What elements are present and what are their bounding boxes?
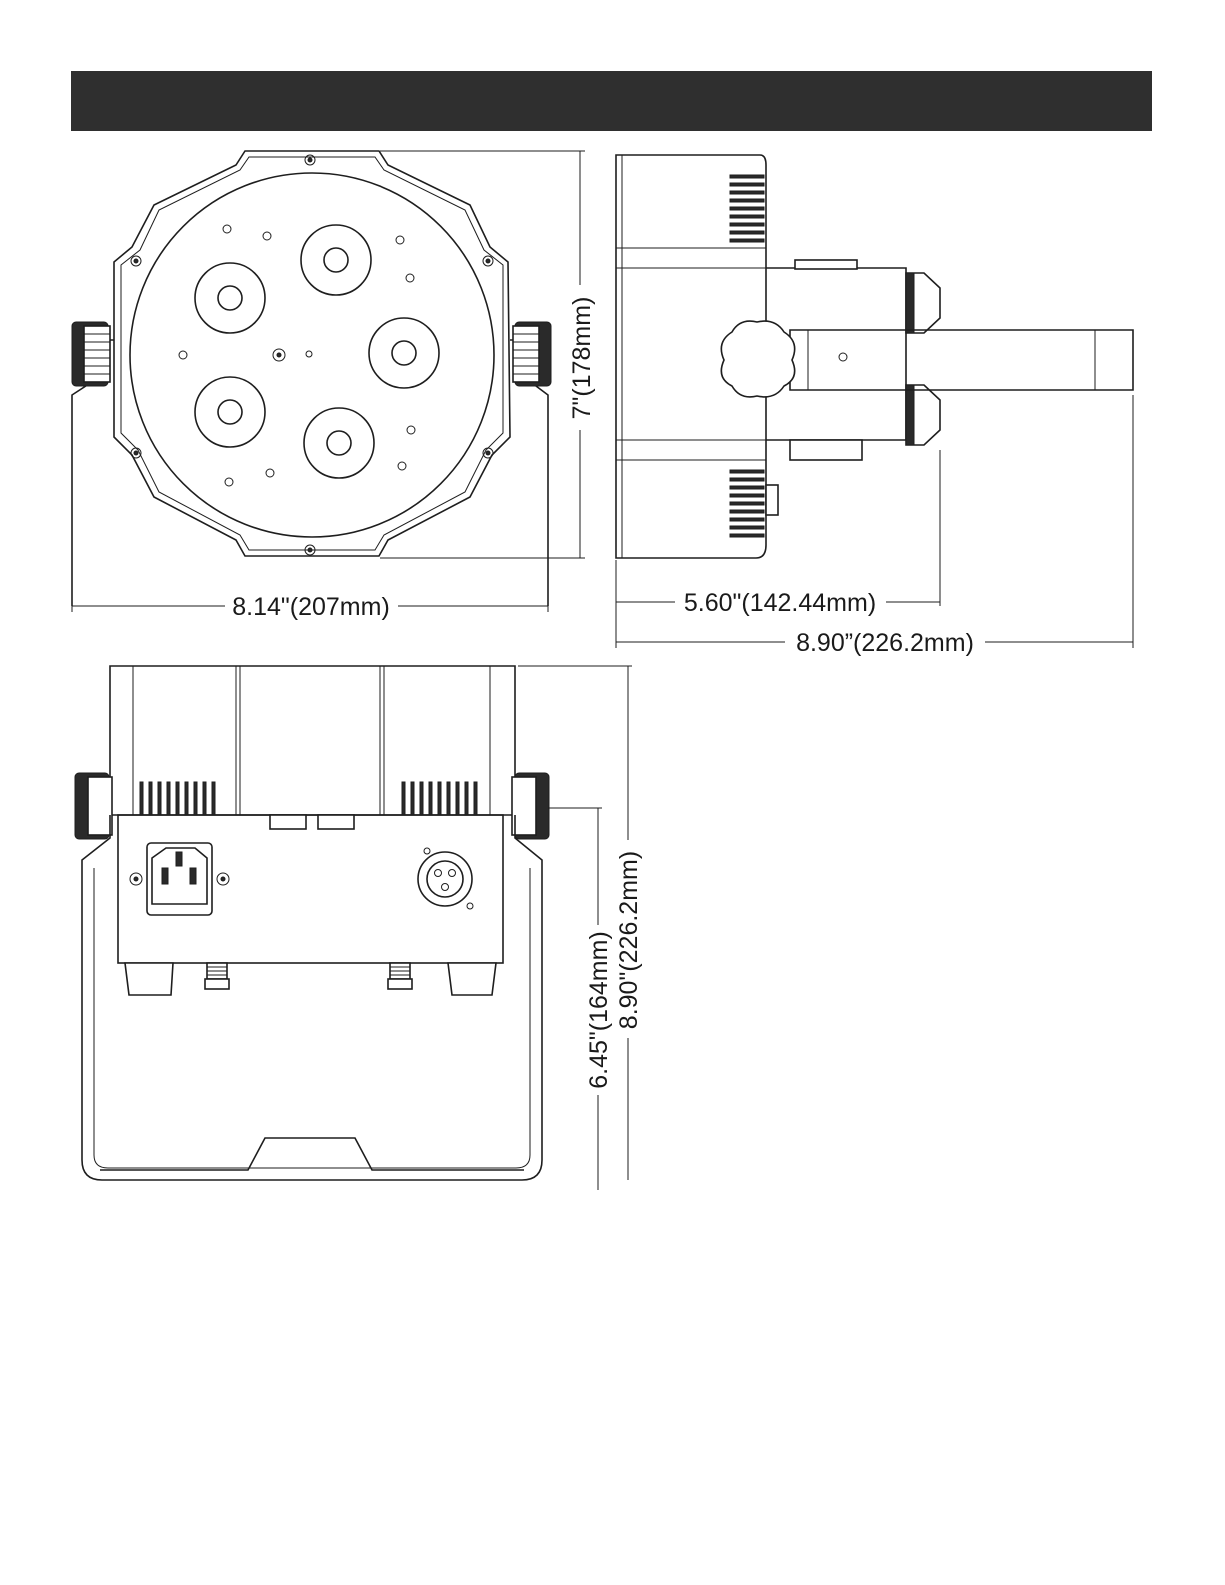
left-knob [72,322,110,386]
rear-total-height-label: 8.90"(226.2mm) [615,851,643,1029]
right-knob [513,322,551,386]
adjust-screws [205,963,412,989]
front-view: 7"(178mm) 8.14"(207mm) [72,151,596,621]
side-total-depth-label: 8.90”(226.2mm) [796,629,974,657]
xlr-connector [418,848,473,909]
power-inlet [130,843,229,915]
rear-view: 6.45"(164mm) 8.90"(226.2mm) [75,666,643,1190]
rear-heat-fins [140,782,477,815]
front-dimension-lines [72,151,585,612]
side-heat-fins-top [730,175,764,242]
side-depth-label: 5.60"(142.44mm) [684,589,876,617]
front-width-label: 8.14"(207mm) [232,593,390,621]
side-view: 5.60"(142.44mm) 8.90”(226.2mm) [616,155,1133,657]
led-lenses [195,225,439,478]
rear-body-height-label: 6.45"(164mm) [585,931,613,1089]
side-heat-fins-bottom [730,470,764,537]
side-knob [721,321,794,397]
face-screws [179,225,415,486]
front-height-label: 7"(178mm) [568,297,596,420]
